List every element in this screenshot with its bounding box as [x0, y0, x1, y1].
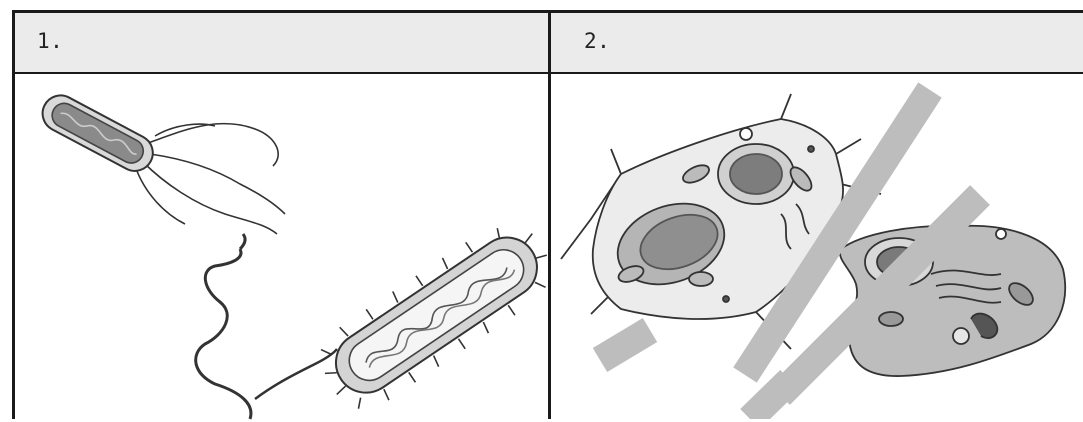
- cells-illustration: [551, 74, 1083, 422]
- column-2-image-cell: [551, 74, 1083, 422]
- column-2-number: 2.: [584, 29, 610, 53]
- large-bacterium: [196, 209, 548, 422]
- column-1-image-cell: [15, 74, 548, 422]
- plant-cell: [561, 94, 881, 349]
- animal-cell: [840, 226, 1065, 376]
- comparison-table: 1. 2.: [12, 10, 1083, 419]
- small-bacterium: [36, 89, 285, 234]
- column-1-number: 1.: [37, 29, 63, 53]
- bacteria-illustration: [15, 74, 548, 422]
